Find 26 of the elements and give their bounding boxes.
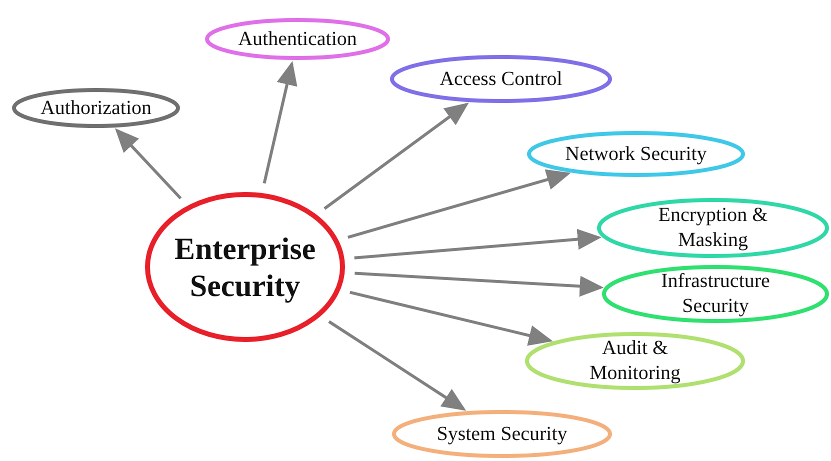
topic-ellipse [205, 18, 390, 60]
topic-ellipse [525, 332, 745, 390]
topic-label: Authorization [40, 96, 152, 120]
topic-label: System Security [436, 422, 568, 446]
topic-label: Infrastructure Security [660, 269, 771, 319]
arrow [262, 60, 298, 184]
arrow [328, 320, 466, 411]
arrow [114, 128, 182, 200]
arrow [350, 290, 553, 346]
arrow [354, 272, 604, 297]
central-topic-label: Enterprise Security [173, 230, 317, 304]
topic-label: Network Security [565, 142, 707, 166]
arrow [354, 228, 602, 260]
topic-ellipse [597, 198, 829, 258]
arrow [324, 102, 469, 210]
topic-label: Audit & Monitoring [588, 336, 682, 386]
arrow [348, 169, 571, 239]
topic-label: Encryption & Masking [657, 203, 769, 253]
topic-ellipse [12, 88, 180, 128]
topic-ellipse [527, 131, 745, 177]
topic-ellipse [390, 55, 612, 103]
topic-ellipse [602, 265, 829, 323]
topic-label: Authentication [238, 26, 357, 52]
topic-label: Access Control [440, 66, 562, 92]
central-topic-ellipse [145, 192, 345, 342]
topic-ellipse [392, 410, 612, 458]
